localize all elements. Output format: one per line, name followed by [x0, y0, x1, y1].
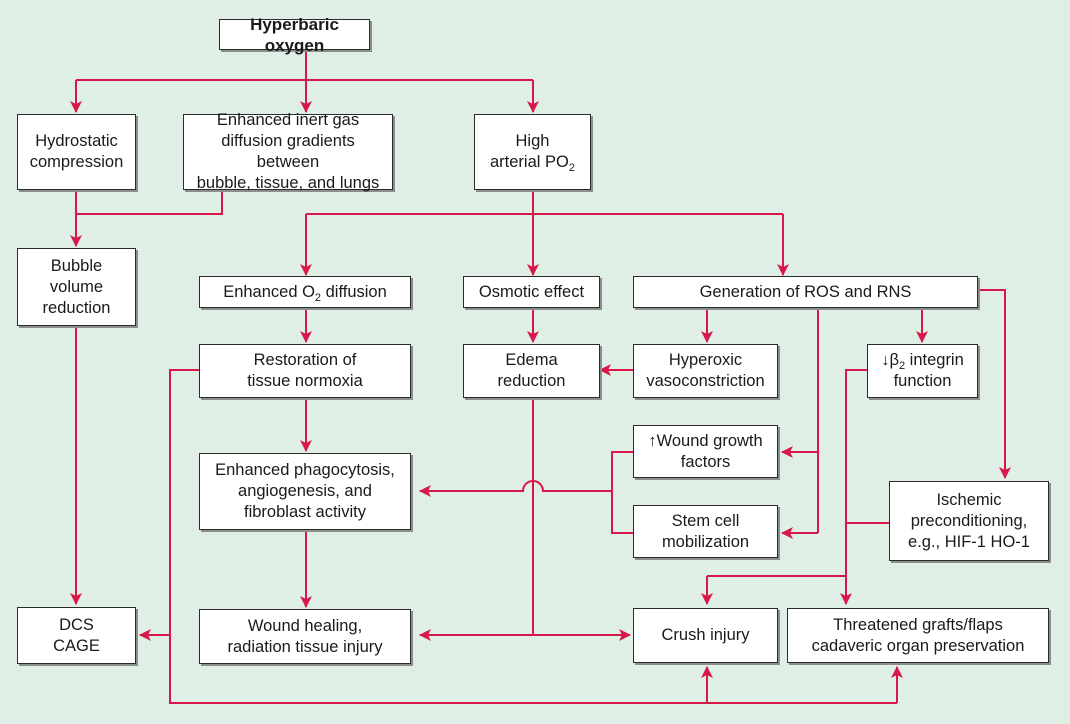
- o2-diffusion-label: Enhanced O2 diffusion: [223, 282, 387, 304]
- integrin-label: ↓β2 integrin function: [881, 351, 964, 390]
- node-edema-reduction: Edema reduction: [463, 344, 600, 398]
- connector-to-phagocytosis: [419, 480, 612, 497]
- node-b2-integrin-function: ↓β2 integrin function: [867, 344, 978, 398]
- node-enhanced-phagocytosis: Enhanced phagocytosis, angiogenesis, and…: [199, 453, 411, 530]
- node-threatened-grafts: Threatened grafts/flaps cadaveric organ …: [787, 608, 1049, 663]
- high-po2-label: High arterial PO2: [490, 132, 575, 174]
- node-bubble-volume-reduction: Bubble volume reduction: [17, 248, 136, 326]
- node-hydrostatic-compression: Hydrostatic compression: [17, 114, 136, 190]
- node-dcs-cage: DCS CAGE: [17, 607, 136, 664]
- node-hyperoxic-vasoconstriction: Hyperoxic vasoconstriction: [633, 344, 778, 398]
- node-wound-growth-factors: ↑Wound growth factors: [633, 425, 778, 478]
- node-enhanced-o2-diffusion: Enhanced O2 diffusion: [199, 276, 411, 308]
- node-generation-ros-rns: Generation of ROS and RNS: [633, 276, 978, 308]
- node-hyperbaric-oxygen: Hyperbaric oxygen: [219, 15, 370, 55]
- connector-normoxia-left: [169, 369, 897, 704]
- connector-ros-right: [978, 289, 1011, 479]
- node-inert-gas-diffusion: Enhanced inert gas diffusion gradients b…: [183, 111, 393, 192]
- connector-growth-left: [611, 451, 633, 534]
- node-restoration-tissue-normoxia: Restoration of tissue normoxia: [199, 344, 411, 398]
- node-wound-healing: Wound healing, radiation tissue injury: [199, 609, 411, 664]
- connector-integrin-left: [845, 369, 867, 576]
- connector-inert-down: [76, 190, 223, 215]
- node-crush-injury: Crush injury: [633, 608, 778, 663]
- node-stem-cell-mobilization: Stem cell mobilization: [633, 505, 778, 558]
- node-osmotic-effect: Osmotic effect: [463, 276, 600, 308]
- node-high-arterial-po2: High arterial PO2: [474, 114, 591, 190]
- node-ischemic-preconditioning: Ischemic preconditioning, e.g., HIF-1 HO…: [889, 481, 1049, 561]
